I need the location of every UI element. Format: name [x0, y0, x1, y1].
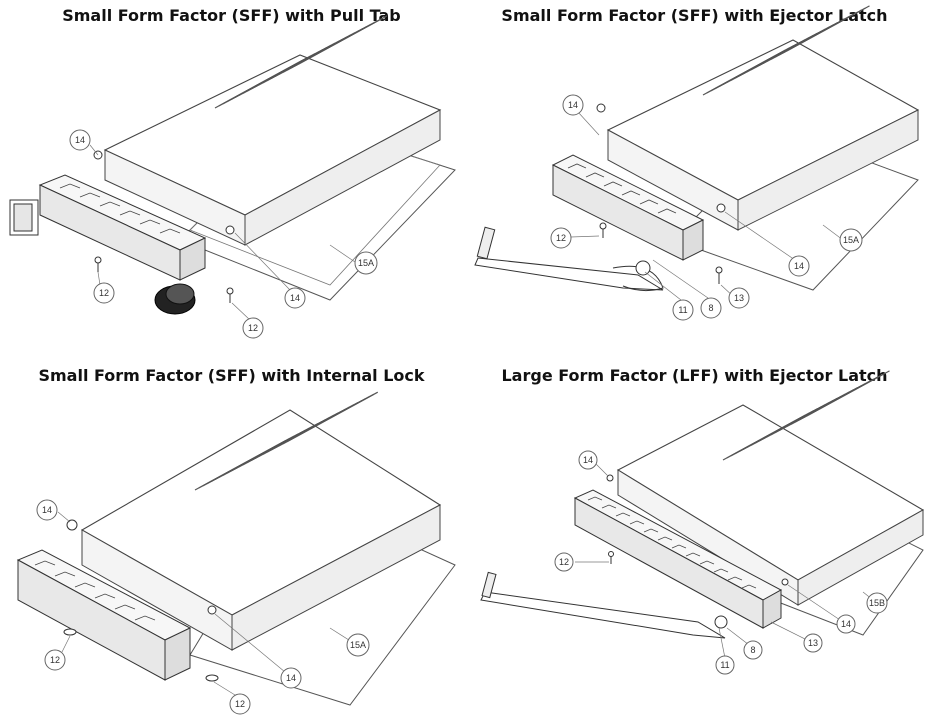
callout-14: 14 — [69, 129, 91, 151]
callout-12: 12 — [229, 693, 251, 715]
callout-label: 14 — [794, 261, 804, 271]
callout-label: 8 — [750, 645, 755, 655]
callout-label: 15A — [843, 235, 859, 245]
callout-12: 12 — [550, 227, 572, 249]
callout-label: 14 — [568, 100, 578, 110]
vent-slots — [702, 5, 870, 96]
callout-12: 12 — [554, 552, 574, 572]
callout-8: 8 — [743, 640, 763, 660]
callout-12: 12 — [242, 317, 264, 339]
callout-12: 12 — [44, 649, 66, 671]
bezel-ridges — [587, 496, 757, 589]
drive-carrier-drawing: 14 12 12 14 15A — [16, 391, 456, 715]
panel-title: Large Form Factor (LFF) with Ejector Lat… — [501, 366, 888, 385]
callout-label: 12 — [99, 288, 109, 298]
callout-14: 14 — [36, 499, 58, 521]
callout-14: 14 — [280, 667, 302, 689]
callout-label: 12 — [50, 655, 60, 665]
bezel-ridges — [567, 163, 677, 214]
bezel-ridges — [34, 560, 156, 621]
panel-lff-ejector-latch: Large Form Factor (LFF) with Ejector Lat… — [463, 360, 926, 720]
panel-sff-pull-tab: Small Form Factor (SFF) with Pull Tab — [0, 0, 463, 360]
vent-slot — [786, 5, 870, 52]
panel-title: Small Form Factor (SFF) with Pull Tab — [62, 6, 401, 25]
vent-slot — [806, 370, 890, 417]
panel-sff-internal-lock: Small Form Factor (SFF) with Internal Lo… — [0, 360, 463, 720]
vent-slots — [214, 15, 388, 109]
callout-13: 13 — [803, 633, 823, 653]
callout-label: 12 — [248, 323, 258, 333]
callout-14: 14 — [578, 450, 598, 470]
callout-label: 15B — [869, 598, 885, 608]
callout-15b: 15B — [866, 592, 888, 614]
callout-15a: 15A — [346, 633, 370, 657]
callout-label: 11 — [720, 660, 729, 670]
drive-carrier-drawing: 14 12 11 8 13 14 15B — [480, 370, 925, 675]
callout-14: 14 — [788, 255, 810, 277]
callout-label: 13 — [808, 638, 818, 648]
callout-label: 12 — [559, 557, 569, 567]
panel-title: Small Form Factor (SFF) with Internal Lo… — [38, 366, 425, 385]
callout-label: 15A — [358, 258, 374, 268]
vent-slot — [298, 15, 388, 65]
callout-label: 12 — [556, 233, 566, 243]
callout-15a: 15A — [354, 251, 378, 275]
callout-13: 13 — [728, 287, 750, 309]
callout-label: 14 — [75, 135, 85, 145]
vent-slot — [286, 391, 379, 443]
callout-12: 12 — [93, 282, 115, 304]
vent-slots — [722, 370, 890, 461]
callout-label: 8 — [708, 303, 713, 313]
vent-slots — [194, 391, 379, 491]
drive-carrier-drawing: 14 12 12 14 15A — [9, 15, 456, 339]
callout-label: 14 — [286, 673, 296, 683]
callout-label: 12 — [235, 699, 245, 709]
drive-carrier-drawing: 14 12 11 8 13 14 15A — [474, 5, 920, 321]
callout-label: 14 — [583, 455, 593, 465]
panel-sff-ejector-latch: Small Form Factor (SFF) with Ejector Lat… — [463, 0, 926, 360]
callout-label: 15A — [350, 640, 366, 650]
callout-14: 14 — [836, 614, 856, 634]
callout-label: 14 — [42, 505, 52, 515]
callout-label: 13 — [734, 293, 744, 303]
callout-14: 14 — [562, 94, 584, 116]
callout-label: 14 — [290, 293, 300, 303]
callout-label: 11 — [678, 305, 687, 315]
callout-11: 11 — [715, 655, 735, 675]
callout-8: 8 — [700, 297, 722, 319]
callout-label: 14 — [841, 619, 851, 629]
panel-title: Small Form Factor (SFF) with Ejector Lat… — [501, 6, 888, 25]
bezel-ridges — [59, 183, 181, 234]
callout-11: 11 — [672, 299, 694, 321]
callout-14: 14 — [284, 287, 306, 309]
callout-15a: 15A — [839, 228, 863, 252]
